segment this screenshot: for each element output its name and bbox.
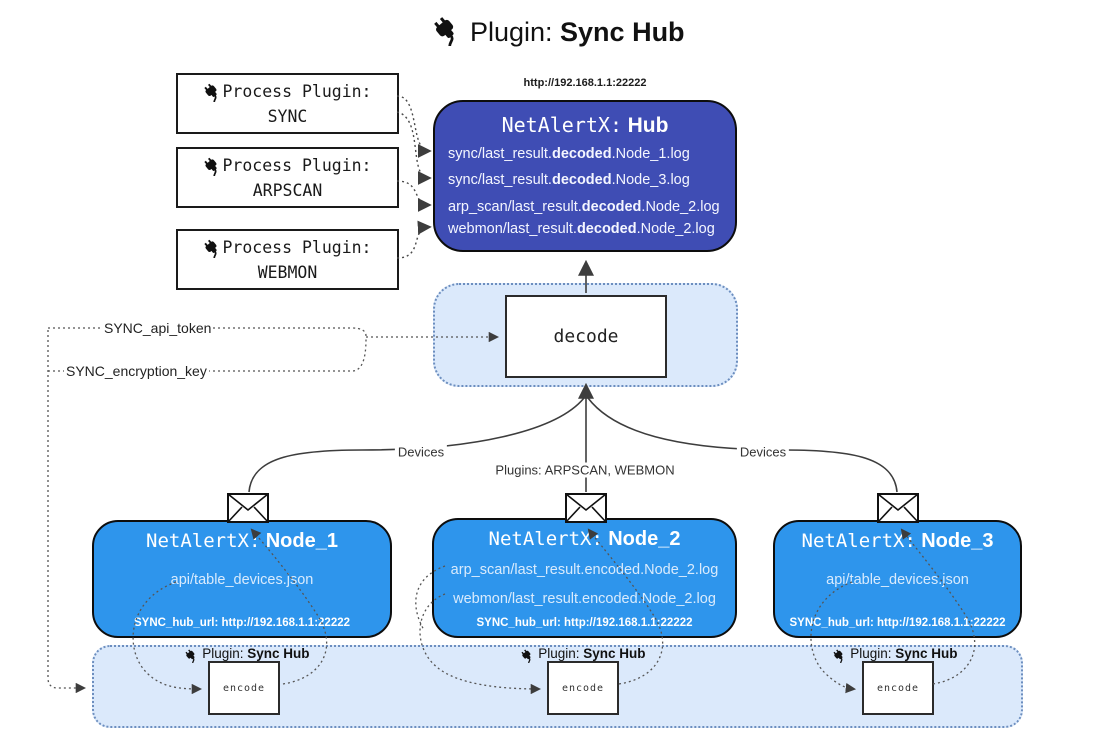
process-plugin-box-arpscan: Process Plugin: ARPSCAN [176,147,399,208]
node-title: NetAlertX: Node_2 [488,528,681,550]
hub-log-line: webmon/last_result.decoded.Node_2.log [448,221,715,237]
envelope-icon [227,493,269,523]
edge-sync-to-hub-1 [396,95,432,158]
strip-plugin-label: Plugin: Sync Hub [832,646,958,663]
strip-plugin-label: Plugin: Sync Hub [184,646,310,663]
node-file: webmon/last_result.encoded.Node_2.log [453,591,716,607]
plug-icon [521,649,531,663]
page-title: Plugin: Sync Hub [0,16,1117,48]
edge-sync-to-hub-2 [396,111,432,185]
process-plugin-label: Process Plugin: [222,81,372,101]
node-file: api/table_devices.json [170,572,314,588]
decode-box: decode [505,295,667,378]
node-title: NetAlertX: Node_3 [801,530,994,552]
plug-icon [434,17,454,46]
plug-icon [204,157,218,176]
edge-label-plugins-middle: Plugins: ARPSCAN, WEBMON [492,462,678,478]
sync-encryption-key-label: SYNC_encryption_key [64,363,209,379]
node-box-node2: NetAlertX: Node_2 arp_scan/last_result.e… [432,518,737,638]
process-plugin-name: ARPSCAN [252,180,323,200]
encode-box: encode [547,661,619,715]
plug-icon [833,649,843,663]
plug-icon [204,239,218,258]
node-file: arp_scan/last_result.encoded.Node_2.log [450,562,719,578]
node-hub-url: SYNC_hub_url: http://192.168.1.1:22222 [789,617,1006,629]
envelope-icon [565,493,607,523]
edge-label-devices-left: Devices [394,444,448,460]
process-plugin-label: Process Plugin: [222,237,372,257]
edge-config-to-strip [47,330,87,694]
title-name: Sync Hub [560,17,685,47]
edge-arpscan-to-hub [396,180,432,212]
node-file: api/table_devices.json [826,572,969,588]
process-plugin-name: WEBMON [257,262,318,282]
plug-icon [204,83,218,102]
node-box-node3: NetAlertX: Node_3 api/table_devices.json… [773,520,1022,638]
hub-title-prefix: NetAlertX: [501,113,623,137]
encode-box: encode [208,661,280,715]
process-plugin-box-webmon: Process Plugin: WEBMON [176,229,399,290]
edge-webmon-to-hub [396,220,432,259]
strip-plugin-label: Plugin: Sync Hub [520,646,646,663]
node-title: NetAlertX: Node_1 [146,530,338,552]
title-prefix: Plugin: [469,17,553,47]
hub-log-line: sync/last_result.decoded.Node_1.log [448,146,690,162]
hub-log-line: arp_scan/last_result.decoded.Node_2.log [448,199,720,215]
encode-box: encode [862,661,934,715]
hub-url-label: http://192.168.1.1:22222 [523,77,647,89]
node-box-node1: NetAlertX: Node_1 api/table_devices.json… [92,520,392,638]
hub-box: NetAlertX: Hub sync/last_result.decoded.… [433,100,737,252]
plug-icon [185,649,195,663]
process-plugin-label: Process Plugin: [222,155,372,175]
process-plugin-box-sync: Process Plugin: SYNC [176,73,399,134]
node-hub-url: SYNC_hub_url: http://192.168.1.1:22222 [476,617,693,629]
process-plugin-name: SYNC [267,106,308,126]
edge-label-devices-right: Devices [736,444,790,460]
envelope-icon [877,493,919,523]
sync-api-token-label: SYNC_api_token [102,320,214,336]
hub-log-line: sync/last_result.decoded.Node_3.log [448,172,690,188]
decode-label: decode [553,326,619,347]
node-hub-url: SYNC_hub_url: http://192.168.1.1:22222 [133,617,351,629]
hub-title-name: Hub [627,114,669,137]
hub-title: NetAlertX: Hub [435,113,735,138]
